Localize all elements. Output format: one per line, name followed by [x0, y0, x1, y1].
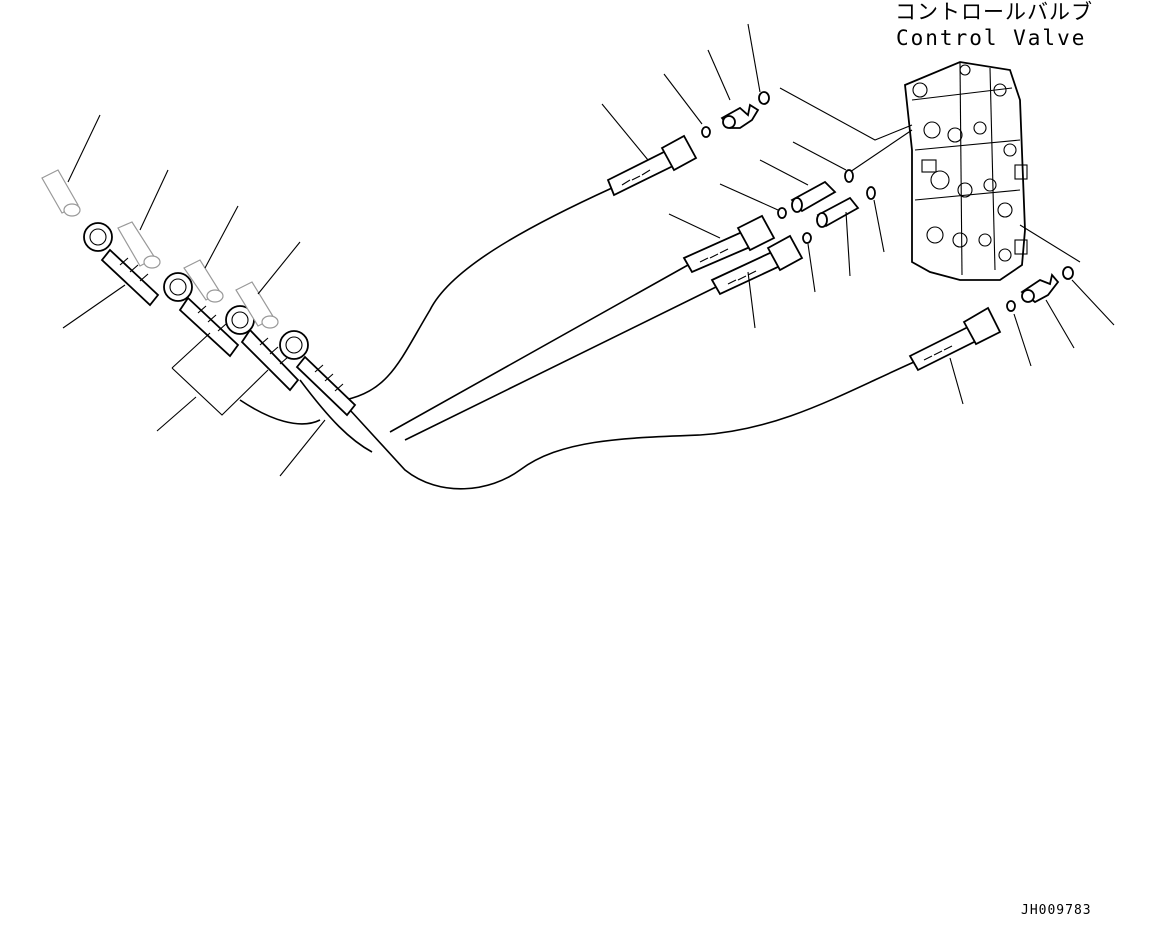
o-ring-lower-1 [1006, 300, 1016, 312]
hose-left-2 [163, 272, 240, 358]
hose-end-mid-1 [682, 214, 776, 274]
elbow-fitting-top [720, 103, 760, 129]
hose-line-1 [344, 187, 613, 401]
elbow-fitting-right [1020, 273, 1060, 304]
hose-left-4 [279, 330, 357, 417]
hose-line-2 [389, 264, 689, 433]
adapter-lower [816, 196, 860, 228]
hose-end-mid-2 [710, 234, 804, 296]
ghost-fitting-2 [117, 221, 161, 269]
ghost-fitting-4 [235, 281, 279, 329]
ghost-fitting-3 [183, 259, 224, 303]
hose-line-5 [239, 399, 321, 425]
o-ring-top-1 [701, 126, 711, 138]
o-ring-lower-2 [1062, 266, 1074, 280]
adapter-upper [790, 180, 837, 213]
o-ring-mid-2 [866, 186, 876, 200]
hose-end-lower [908, 306, 1002, 372]
grouping-bracket [171, 332, 269, 416]
callout-leaders [62, 23, 1115, 477]
hose-line-4 [349, 361, 915, 490]
ghost-fitting-1 [41, 169, 81, 217]
o-ring-mid-3 [777, 207, 787, 219]
hose-line-3 [404, 286, 717, 441]
hose-end-top [606, 134, 698, 197]
control-valve-title-english: Control Valve [896, 26, 1087, 50]
hose-left-1 [83, 222, 160, 307]
hose-left-3 [225, 305, 300, 392]
o-ring-top-2 [758, 91, 770, 105]
hose-line-6 [299, 379, 373, 453]
o-ring-mid-1 [844, 169, 854, 183]
o-ring-mid-4 [802, 232, 812, 244]
drawing-id: JH009783 [1021, 903, 1092, 918]
control-valve-block [904, 61, 1028, 281]
control-valve-title-japanese: コントロールバルブ [895, 0, 1093, 24]
